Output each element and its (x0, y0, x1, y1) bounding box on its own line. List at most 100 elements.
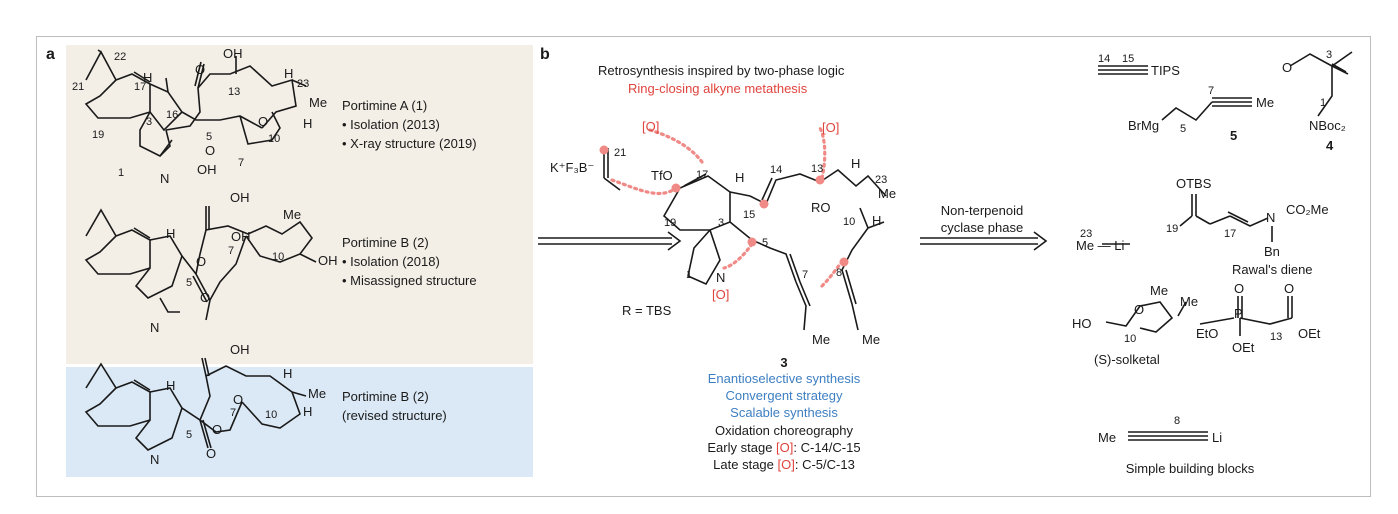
portimine-b-revised-c5: 5 (186, 429, 193, 441)
grignard-c7: 7 (1208, 85, 1215, 97)
portimine-b-revised-note: (revised structure) (342, 408, 447, 423)
portimine-b-revised-h-top: H (283, 366, 293, 381)
aldehyde-c3: 3 (1326, 49, 1333, 61)
compound-3-c13: 13 (811, 163, 824, 175)
phase-label-line-2: cyclase phase (940, 220, 1024, 235)
compound-3-c3: 3 (718, 217, 725, 229)
aldehyde-number: 4 (1326, 138, 1334, 153)
portimine-a-c5: 5 (206, 131, 213, 143)
diene-bn: Bn (1264, 244, 1280, 259)
phosphonate-oet: OEt (1232, 340, 1255, 355)
portimine-a-structure (84, 49, 307, 157)
oxidation-marker-5: [O] (712, 287, 730, 302)
portimine-a-xray: • X-ray structure (2019) (342, 136, 477, 151)
phosphonate-c13: 13 (1270, 331, 1283, 343)
portimine-b-revised-imine-n: N (150, 452, 160, 467)
compound-3-c17: 17 (696, 169, 709, 181)
portimine-a-h: H (284, 66, 294, 81)
phosphonate-p-oxo: O (1234, 281, 1245, 296)
tips-alkyne-tips: TIPS (1151, 63, 1180, 78)
portimine-a-ring-o: O (258, 114, 269, 129)
portimine-b-isolation: • Isolation (2018) (342, 254, 440, 269)
compound-3-me-left: Me (812, 332, 831, 347)
grignard-me: Me (1256, 95, 1275, 110)
compound-3-ro: RO (811, 200, 831, 215)
portimine-a-isolation: • Isolation (2013) (342, 117, 440, 132)
portimine-a-c16: 16 (166, 109, 179, 121)
portimine-a-imine-n: N (160, 171, 170, 186)
portimine-a-c21: 21 (72, 81, 85, 93)
compound-3-h10: H (872, 213, 882, 228)
compound-3-number: 3 (780, 355, 788, 370)
portimine-b-me: Me (283, 207, 302, 222)
diene-c19: 19 (1166, 223, 1179, 235)
propynyl-li: Li (1212, 430, 1223, 445)
protecting-group-definition: R = TBS (622, 303, 672, 318)
trifluoroborate-reagent: K⁺F₃B⁻ (550, 160, 595, 175)
early-stage-suffix: : C-14/C-15 (793, 440, 861, 455)
compound-3-structure (603, 148, 887, 331)
solketal-me-1: Me (1150, 283, 1169, 298)
building-blocks-caption: Simple building blocks (1125, 461, 1255, 476)
aldehyde-c1: 1 (1320, 97, 1327, 109)
feature-enantioselective: Enantioselective synthesis (707, 371, 861, 386)
late-stage-prefix: Late stage (713, 457, 778, 472)
compound-3-c19: 19 (664, 217, 677, 229)
portimine-b-revised-c10: 10 (265, 409, 278, 421)
portimine-b-revised-me: Me (308, 386, 327, 401)
portimine-b-misassigned: • Misassigned structure (342, 273, 477, 288)
portimine-a-ketone-o: O (195, 62, 206, 77)
compound-3-disconnection-arcs (599, 126, 849, 288)
compound-3-c14: 14 (770, 164, 783, 176)
propynyl-me: Me (1098, 430, 1117, 445)
feature-scalable: Scalable synthesis (730, 405, 838, 420)
late-stage-oxidation: Late stage [O]: C-5/C-13 (664, 457, 904, 472)
portimine-a-c7: 7 (238, 157, 245, 169)
grignard-number: 5 (1230, 128, 1238, 143)
compound-3-c8: 8 (836, 267, 843, 279)
phosphonate-ester-oxo: O (1284, 281, 1295, 296)
portimine-a-h16: H (143, 70, 153, 85)
propynyl-c8: 8 (1174, 415, 1181, 427)
portimine-b-oh10: OH (318, 253, 338, 268)
portimine-b-revised-c7: 7 (230, 407, 237, 419)
panel-b-label: b (540, 46, 550, 63)
compound-3-tfo: TfO (651, 168, 673, 183)
portimine-a-c13: 13 (228, 86, 241, 98)
portimine-a-oh5: OH (197, 162, 217, 177)
portimine-a-c19: 19 (92, 129, 105, 141)
phosphonate-p: P (1234, 306, 1243, 321)
grignard-c5: 5 (1180, 123, 1187, 135)
diene-n: N (1266, 210, 1276, 225)
portimine-b-revised-epoxide-o: O (212, 422, 223, 437)
diene-co2me: CO₂Me (1286, 202, 1329, 217)
early-stage-prefix: Early stage (707, 440, 777, 455)
panel-a-natural-products-background (66, 45, 533, 364)
portimine-a-c3: 3 (146, 116, 153, 128)
compound-3-c7: 7 (802, 269, 809, 281)
portimine-a-c10: 10 (268, 133, 281, 145)
portimine-b-revised-ketone-o: O (206, 446, 217, 461)
early-stage-ox: [O] (776, 440, 794, 455)
late-stage-ox: [O] (777, 457, 795, 472)
portimine-a-c23: 23 (297, 78, 310, 90)
portimine-b-revised-ring-o: O (233, 392, 244, 407)
retrosynthesis-heading: Retrosynthesis inspired by two-phase log… (598, 63, 845, 78)
portimine-a-name: Portimine A (1) (342, 98, 428, 113)
solketal-me-2: Me (1180, 294, 1199, 309)
portimine-a-c17: 17 (134, 81, 147, 93)
phase-label-line-1: Non-terpenoid (940, 203, 1024, 218)
portimine-b-ketone-o: O (200, 290, 211, 305)
portimine-b-revised-name: Portimine B (2) (342, 389, 429, 404)
portimine-a-h10: H (303, 116, 313, 131)
compound-3-c5: 5 (762, 237, 769, 249)
compound-3-c15: 15 (743, 209, 756, 221)
solketal-o: O (1134, 302, 1145, 317)
portimine-b-h: H (166, 226, 176, 241)
aldehyde-o: O (1282, 60, 1293, 75)
portimine-b-revised-h: H (166, 378, 176, 393)
rawals-diene-name: Rawal's diene (1232, 262, 1313, 277)
portimine-b-c5: 5 (186, 277, 193, 289)
portimine-a-c22: 22 (114, 51, 127, 63)
